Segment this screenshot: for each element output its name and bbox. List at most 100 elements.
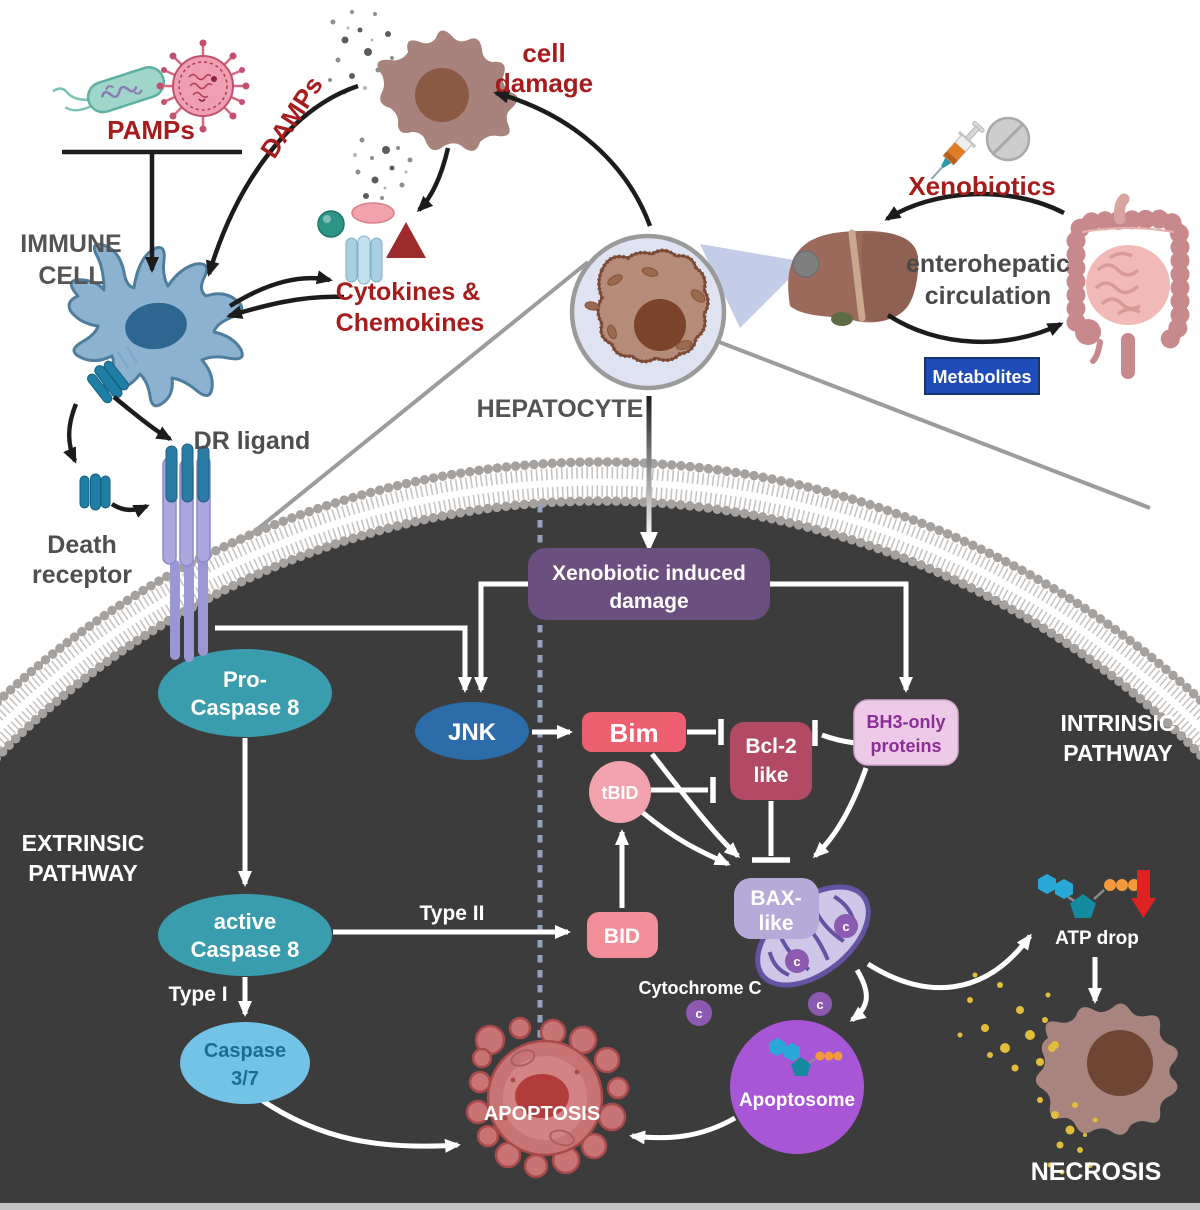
death-receptor-label-2: receptor [32,561,132,589]
arrow-tbid-to-bax [640,810,731,867]
pamps-label: PAMPs [107,115,195,145]
syringe-icon [930,121,985,180]
bcl2-label-2: like [753,764,788,787]
atp-drop-label: ATP drop [1055,928,1139,949]
caspase37-label-2: 3/7 [231,1068,259,1090]
death-receptor-label-1: Death [47,531,116,559]
cytokine-triangle-icon [386,222,426,258]
free-dr-ligand-icon [79,473,111,511]
bound-dr-ligand-icon [165,443,210,503]
gallbladder-icon [831,312,853,326]
necrosis-debris-dots [957,972,1098,1175]
arrow-intestine-to-liver [884,191,1066,221]
intrinsic-label-1: INTRINSIC [1061,710,1176,736]
cytc-letter: c [816,997,823,1012]
cytochrome-c-icon: c [834,914,858,938]
liver-lesion-dot [792,250,820,278]
intracellular-arrows [215,581,1102,1153]
node-bh3-only: BH3-only proteins [853,699,959,766]
immune-cell-label-1: IMMUNE [20,230,121,258]
xenobiotics-label: Xenobiotics [908,171,1055,201]
membrane-midline [0,478,1200,733]
arrow-immune-to-free-ligand [63,403,79,464]
cytokine-sphere-icon [317,210,345,238]
necrosis-label: NECROSIS [1031,1158,1162,1186]
arrow-hepatocyte-to-celldamage [493,89,653,227]
atp-drop-icon [1038,870,1156,918]
arrow-immune-to-cytokines [228,270,333,308]
extracellular-arrows [62,83,1066,518]
chemokine-barrel-icon [345,235,383,285]
arrow-hepatocyte-to-damage [640,396,658,552]
node-xenobiotic-damage: Xenobiotic induced damage [528,548,770,620]
arrow-liver-to-intestine [886,313,1064,345]
virus-icon [156,39,250,133]
arrow-bh3-to-bax [812,767,869,859]
node-caspase37: Caspase 3/7 [180,1022,310,1104]
necrotic-cell-icon [957,972,1178,1175]
cytochrome-c-label: Cytochrome C [638,978,761,998]
arrow-damps-to-immune [206,83,359,277]
bim-label: Bim [609,718,658,748]
node-bid: BID [587,912,658,958]
membrane-inner-beads [0,496,1200,762]
bacteria-icon [52,66,166,114]
cytokines-label-2: Chemokines [336,309,485,337]
metabolites-badge: Metabolites [924,357,1040,395]
arrow-receptor-to-jnk [215,625,472,693]
bottom-edge [0,1203,1200,1210]
cytochrome-c-icon: c [785,949,809,973]
node-pro-caspase8: Pro- Caspase 8 [158,649,332,737]
cytochrome-c-particles: c c c c [686,914,858,1026]
immune-cell-label-2: CELL [38,262,103,290]
death-receptor-icon [162,443,211,662]
apoptotic-cell-icon [465,1016,630,1179]
procaspase8-label-1: Pro- [223,667,267,692]
type2-label: Type II [420,902,485,925]
intestine-icon [1066,193,1190,379]
cytochrome-c-icon: c [808,992,832,1016]
procaspase8-label-2: Caspase 8 [191,695,300,720]
arrow-cytokines-to-immune [226,294,345,319]
cytokines-icons [317,202,426,285]
hepatocyte-magnifier [569,233,727,391]
attached-dr-ligand-icon [87,360,129,404]
tbid-label: tBID [602,783,639,803]
liver-zoom-wedge [700,244,806,328]
caspase37-label-1: Caspase [204,1040,286,1062]
cytc-letter: c [842,919,849,934]
hepatocyte-label: HEPATOCYTE [477,395,644,423]
apoptosome-atp-icon [769,1038,843,1076]
arrow-mito-to-apoptosome [849,968,869,1022]
cell-debris-dots [328,10,413,200]
liver-icon [788,229,919,326]
cell-damage-label-1: cell [522,38,565,68]
activecaspase8-label-2: Caspase 8 [191,937,300,962]
node-tbid: tBID [589,761,651,823]
arrow-damage-to-bh3 [770,581,913,693]
cell-damage-label-2: damage [495,68,593,98]
extrinsic-label-1: EXTRINSIC [22,830,145,856]
bax-label-1: BAX- [750,887,801,910]
damps-label: DAMPs [254,71,329,164]
cytc-letter: c [695,1006,702,1021]
extrinsic-label-2: PATHWAY [28,860,137,886]
red-down-arrow-icon [1131,870,1156,918]
cytc-letter: c [793,954,800,969]
node-bax-like: BAX- like [734,878,819,939]
dr-ligand-label: DR ligand [194,427,311,455]
bax-label-2: like [758,912,793,935]
damaged-cell-icon [328,10,518,200]
apoptosome-label: Apoptosome [739,1090,855,1111]
intrinsic-label-2: PATHWAY [1063,740,1172,766]
arrow-damage-to-jnk [474,581,528,693]
arrow-damagedcell-to-cytokines [416,147,451,213]
type1-label: Type I [168,983,227,1006]
cone-line-right [713,338,1151,510]
node-bim: Bim [582,712,686,752]
pill-icon [985,116,1031,162]
arrow-bim-to-bax [650,752,741,859]
cytochrome-c-icon: c [686,1000,712,1026]
node-jnk: JNK [415,702,529,760]
